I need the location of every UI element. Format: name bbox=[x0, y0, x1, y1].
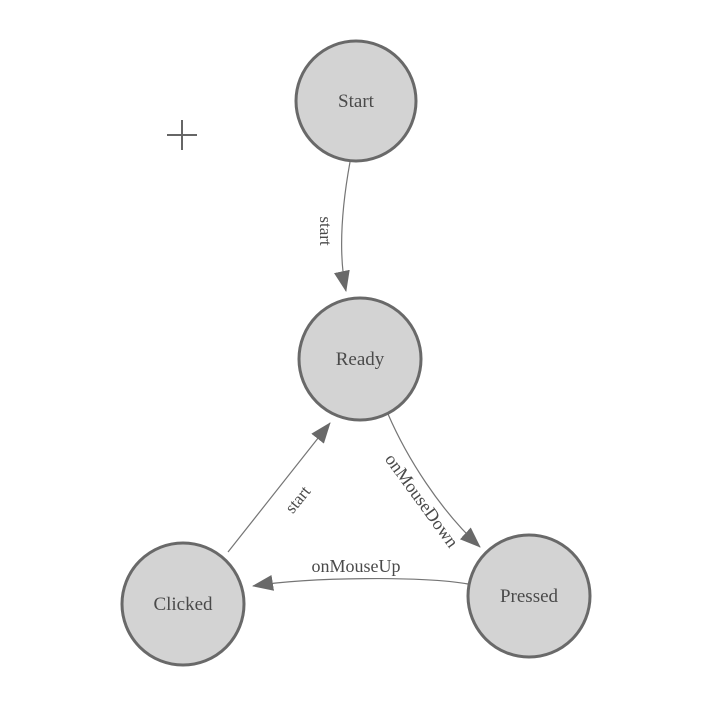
node-label: Pressed bbox=[500, 586, 559, 607]
edge-clicked-to-ready[interactable]: start bbox=[227, 422, 331, 553]
node-circle[interactable] bbox=[120, 541, 246, 667]
node-circle[interactable] bbox=[466, 533, 592, 659]
node-label: Ready bbox=[336, 349, 385, 370]
node-start[interactable]: Start bbox=[294, 39, 418, 163]
node-circle[interactable] bbox=[297, 296, 423, 422]
edge-label-start: start bbox=[316, 216, 335, 246]
node-label: Clicked bbox=[153, 594, 213, 615]
edge-label-onmouseup: onMouseUp bbox=[312, 556, 401, 576]
crosshair-icon bbox=[167, 120, 197, 150]
edge-label-start: start bbox=[281, 482, 314, 517]
edge-line[interactable] bbox=[387, 413, 481, 548]
node-label: Start bbox=[338, 91, 375, 112]
edge-line[interactable] bbox=[227, 422, 331, 553]
node-pressed[interactable]: Pressed bbox=[466, 533, 592, 659]
edge-label-onmousedown: onMouseDown bbox=[381, 450, 462, 552]
node-ready[interactable]: Ready bbox=[297, 296, 423, 422]
edge-pressed-to-clicked[interactable]: onMouseUp bbox=[252, 556, 469, 591]
node-clicked[interactable]: Clicked bbox=[120, 541, 246, 667]
edge-ready-to-pressed[interactable]: onMouseDown bbox=[381, 413, 481, 552]
node-circle[interactable] bbox=[294, 39, 418, 163]
edge-line[interactable] bbox=[252, 574, 469, 591]
edge-start-to-ready[interactable]: start bbox=[316, 161, 351, 292]
edge-line[interactable] bbox=[334, 161, 351, 292]
